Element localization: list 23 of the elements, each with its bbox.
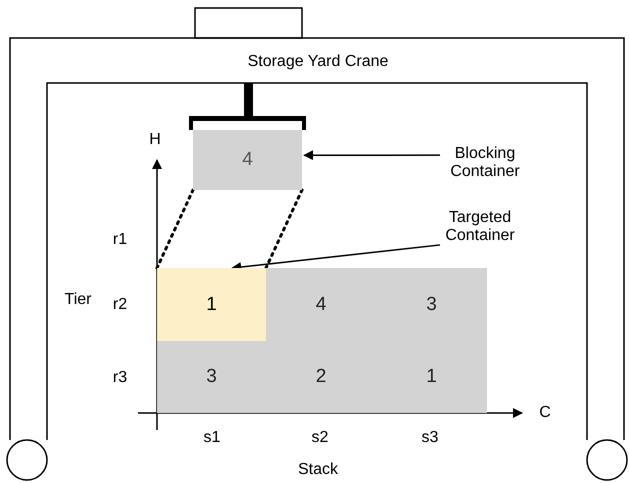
callout-text: Blocking Container [440,140,530,186]
callout-text: Targeted Container [430,204,530,250]
axis-label: Stack [298,461,338,479]
container-block: 4 [266,268,376,341]
row-label: r2 [112,296,128,314]
container-block: 4 [193,130,302,190]
container-block: 3 [157,341,266,413]
dotted-line [156,188,194,270]
container-block: 3 [376,268,487,341]
container-block: 2 [266,341,376,413]
arrow [303,150,440,160]
crane-label: Storage Yard Crane [248,53,388,71]
column-label: s3 [422,429,438,447]
container-block: 1 [376,341,487,413]
column-label: s1 [204,429,220,447]
column-label: s2 [312,429,328,447]
axis-label: Tier [64,291,92,309]
row-label: r3 [112,369,128,387]
axis-label: H [149,131,161,149]
axis-label: C [539,404,551,422]
dotted-line [264,188,304,270]
row-label: r1 [112,231,128,249]
container-block: 1 [157,268,266,341]
